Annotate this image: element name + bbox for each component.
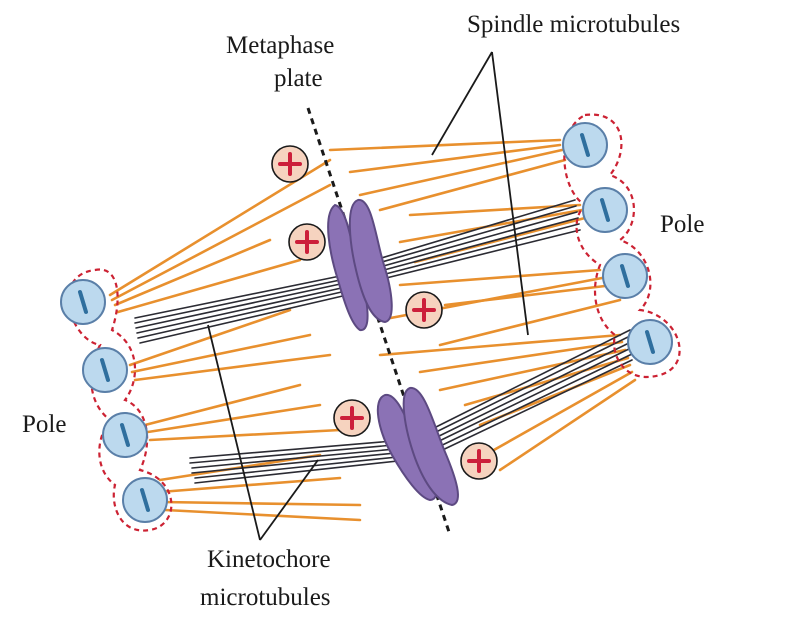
- centriole-circle-icon: [61, 280, 105, 324]
- kinetochore-label-line1: Kinetochore: [207, 546, 331, 573]
- plus-circle-icon: [334, 400, 370, 436]
- left-pole-label: Pole: [22, 411, 66, 438]
- kinetochore-label-line2: microtubules: [200, 584, 331, 611]
- chromosome-lower: [378, 388, 458, 505]
- centriole-circle-icon: [103, 413, 147, 457]
- centriole-circle-icon: [603, 254, 647, 298]
- plus-circle-icon: [406, 292, 442, 328]
- metaphase-plate-label-line1: Metaphase: [226, 32, 334, 59]
- centriole-circle-icon: [583, 188, 627, 232]
- metaphase-plate-label-line2: plate: [274, 65, 323, 92]
- plus-circle-icon: [272, 146, 308, 182]
- plus-circle-icon: [289, 224, 325, 260]
- centrosomes-right: [563, 123, 672, 364]
- chromosome-upper: [328, 200, 392, 330]
- centriole-circle-icon: [83, 348, 127, 392]
- centriole-circle-icon: [563, 123, 607, 167]
- plus-circle-icon: [461, 443, 497, 479]
- centriole-circle-icon: [123, 478, 167, 522]
- spindle-microtubules-label: Spindle microtubules: [467, 11, 680, 38]
- right-pole-label: Pole: [660, 211, 704, 238]
- centriole-circle-icon: [628, 320, 672, 364]
